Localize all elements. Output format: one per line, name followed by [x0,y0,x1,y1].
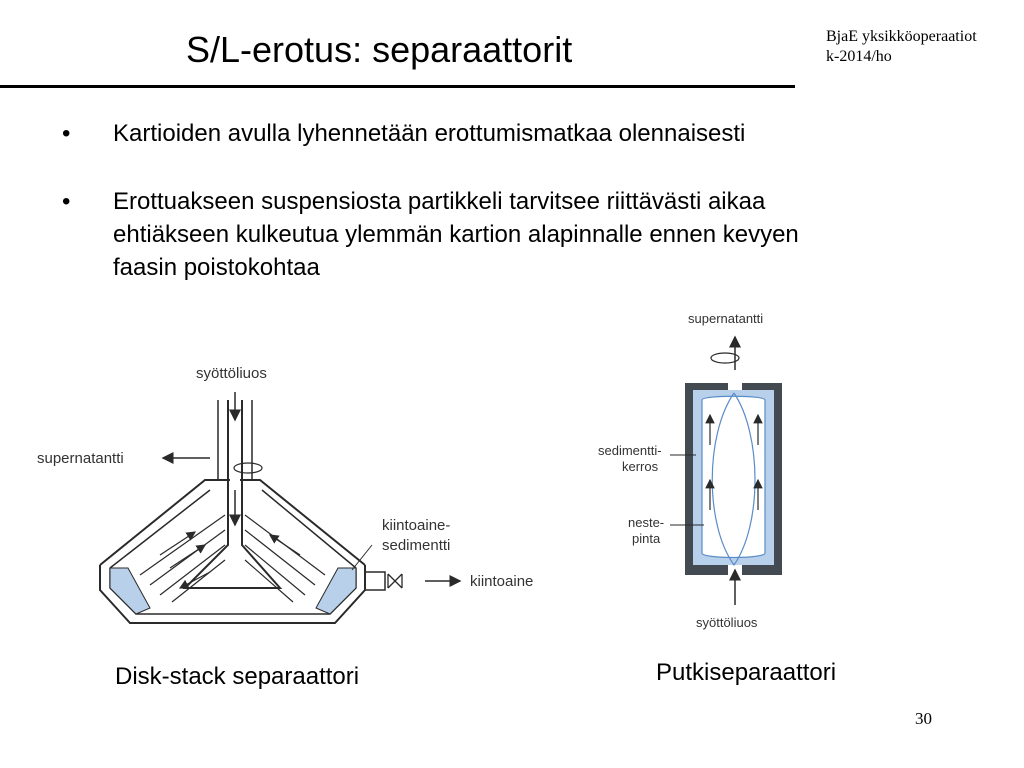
header-note-line-2: k-2014/ho [826,48,892,65]
label-supernatant: supernatantti [688,311,763,326]
label-feed: syöttöliuos [196,365,267,382]
bowl-outline [99,565,366,624]
page-number: 30 [915,709,932,728]
tubular-diagram: supernatantti sedimentti- kerros neste- … [598,311,782,630]
disk-stack-diagram: syöttöliuos supernatantti kiintoaine- se… [37,365,533,624]
label-sediment-layer-2: kerros [622,459,659,474]
bullet-text: Erottuakseen suspensiosta partikkeli tar… [113,185,799,284]
sediment-left [109,567,151,615]
bullet-text-line: faasin poistokohtaa [113,254,320,281]
label-liquid-surface-2: pinta [632,531,661,546]
top-cover [99,479,366,566]
disk-stack-right [244,514,326,603]
liquid-core [701,395,766,559]
sediment-right [315,567,357,615]
label-liquid-surface-1: neste- [628,515,664,530]
rotation-icon [710,352,740,364]
caption-tubular: Putkiseparaattori [656,659,837,686]
label-solids-sediment-1: kiintoaine- [382,517,450,534]
bullet-marker: • [62,120,71,147]
label-feed: syöttöliuos [696,615,758,630]
label-supernatant: supernatantti [37,450,124,467]
header-note-line-1: BjaE yksikköoperaatiot [826,28,977,45]
header-note: BjaE yksikköoperaatiot k-2014/ho [826,27,977,67]
bowl-wall-left [685,383,728,575]
caption-disk-stack: Disk-stack separaattori [115,663,360,690]
bullet-text-line: Erottuakseen suspensiosta partikkeli tar… [113,188,766,215]
central-distributor [182,400,283,589]
title-underline [0,85,795,88]
label-solids: kiintoaine [470,573,533,590]
label-solids-sediment-2: sedimentti [382,537,450,554]
disk-stack-left [139,514,226,603]
valve-icon [387,573,403,589]
slide-title: S/L-erotus: separaattorit [186,29,573,70]
label-sediment-layer-1: sedimentti- [598,443,662,458]
bullet-text-line: ehtiäkseen kulkeutua ylemmän kartion ala… [113,221,799,248]
bullet-marker: • [62,188,71,215]
bullet-text: Kartioiden avulla lyhennetään erottumism… [113,120,746,147]
